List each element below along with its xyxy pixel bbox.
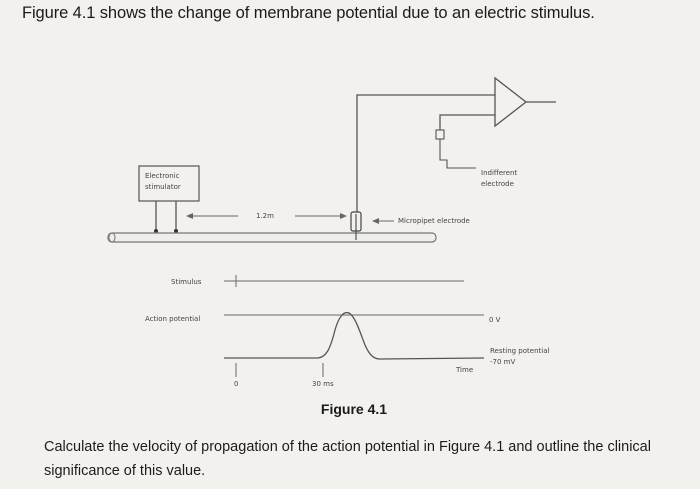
stimulus-contact-1 (154, 229, 158, 233)
stimulator-label-1: Electronic (145, 172, 180, 180)
indifferent-label-1: Indifferent (481, 169, 517, 177)
zero-volt-label: 0 V (489, 316, 501, 324)
amplifier-wire (356, 94, 495, 212)
distance-arrowhead-left (186, 213, 193, 219)
distance-label: 1.2m (256, 212, 274, 220)
indifferent-label-2: electrode (481, 180, 514, 188)
resting-label-2: -70 mV (490, 358, 515, 366)
stimulator-box (138, 165, 200, 202)
action-potential-label: Action potential (145, 315, 200, 323)
axon-end-cap (108, 232, 116, 243)
time-label: Time (455, 366, 473, 374)
figure-caption: Figure 4.1 (320, 401, 388, 417)
distance-arrowhead-right (340, 213, 347, 219)
action-potential-curve (224, 311, 485, 360)
question-heading: Figure 4.1 shows the change of membrane … (22, 4, 595, 22)
indifferent-wire (439, 114, 495, 130)
t30-label: 30 ms (312, 380, 334, 388)
resting-label-1: Resting potential (490, 347, 549, 355)
stimulus-contact-2 (174, 229, 178, 233)
nerve-axon (107, 232, 437, 243)
amplifier-symbol (494, 76, 528, 128)
stimulus-label: Stimulus (171, 278, 202, 286)
question-text: Calculate the velocity of propagation of… (44, 439, 651, 479)
indifferent-electrode-lead (439, 139, 476, 169)
micropipet-arrowhead (372, 218, 379, 224)
indifferent-electrode-box (435, 129, 445, 140)
t0-label: 0 (234, 380, 238, 388)
stimulator-label-2: stimulator (145, 183, 181, 191)
micropipet-label: Micropipet electrode (398, 217, 470, 225)
